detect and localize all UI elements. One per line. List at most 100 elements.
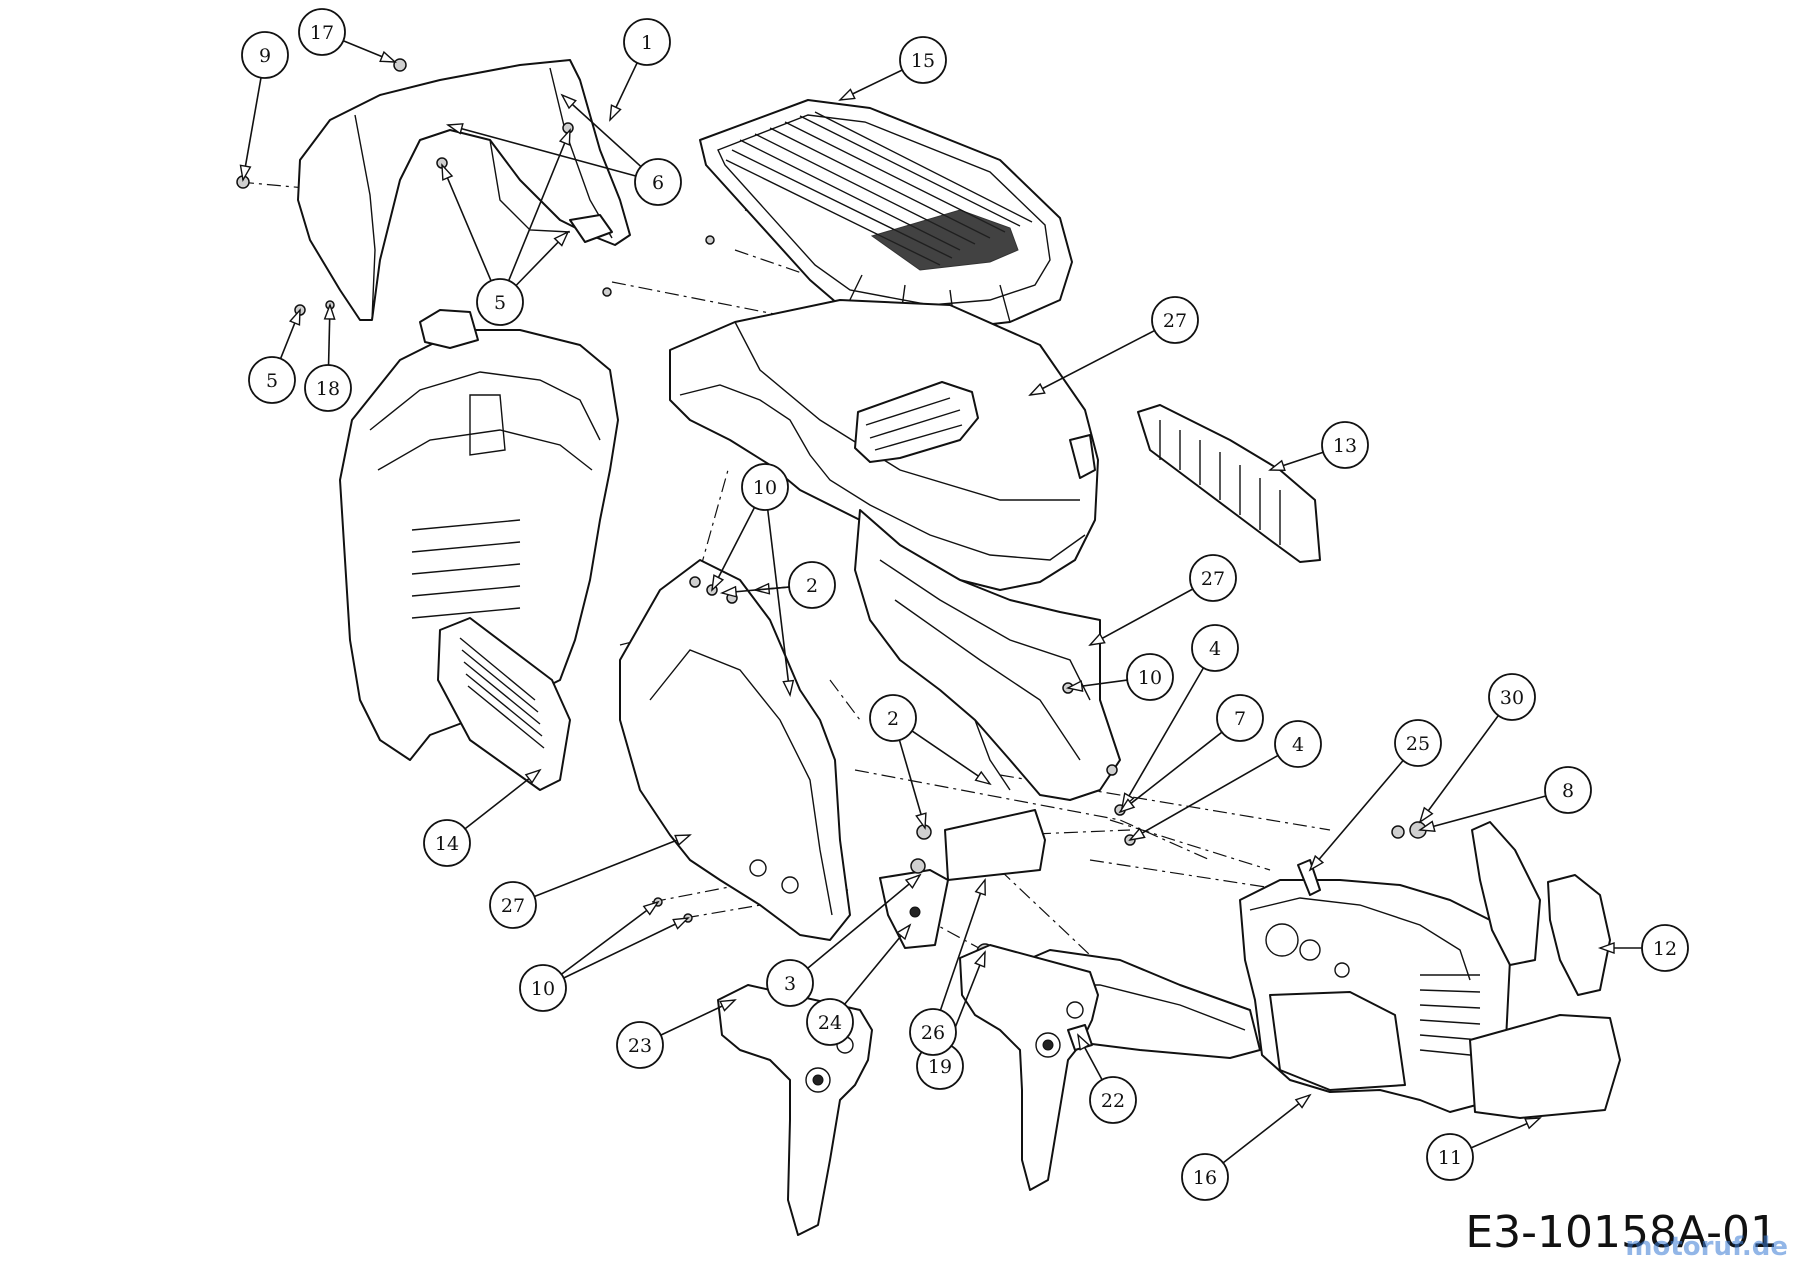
leader-line <box>441 164 492 282</box>
leader-arrowhead <box>1294 1093 1312 1109</box>
callout-circle <box>298 8 346 56</box>
callout-label: 15 <box>911 50 935 72</box>
callout-label: 1 <box>641 32 653 54</box>
callout-label: 4 <box>1209 638 1221 660</box>
callout-circle <box>1488 673 1536 721</box>
callout-label: 9 <box>259 45 271 67</box>
callout-label: 27 <box>1163 310 1187 332</box>
leader-arrowhead <box>524 768 542 784</box>
callout-5: 5 <box>476 278 524 326</box>
leader-line <box>1419 795 1547 831</box>
callout-27: 27 <box>1151 296 1199 344</box>
callout-circle <box>1426 1133 1474 1181</box>
callout-circle <box>1181 1153 1229 1201</box>
leader-arrowhead <box>288 308 301 326</box>
leader-arrowhead <box>974 770 992 786</box>
leader-arrowhead <box>1128 827 1146 842</box>
dash-console-part <box>339 309 619 791</box>
leader-line <box>1222 1094 1311 1164</box>
leader-line <box>911 730 991 785</box>
leader-arrowhead <box>904 873 922 890</box>
leader-line <box>563 917 689 979</box>
leader-line <box>1309 760 1404 871</box>
leader-line <box>1089 588 1194 646</box>
callout-7: 7 <box>1216 694 1264 742</box>
callout-25: 25 <box>1394 719 1442 767</box>
callout-6: 6 <box>634 158 682 206</box>
leader-arrowhead <box>719 999 737 1012</box>
leader-line <box>447 124 637 177</box>
callout-label: 11 <box>1438 1147 1462 1169</box>
callout-10: 10 <box>519 964 567 1012</box>
callout-circle <box>634 158 682 206</box>
callout-14: 14 <box>423 819 471 867</box>
hood-side-panel-left-part <box>619 559 851 941</box>
leader-arrowhead <box>711 574 725 592</box>
callout-2: 2 <box>869 694 917 742</box>
callout-5: 5 <box>248 356 296 404</box>
leader-arrowhead <box>1417 820 1436 832</box>
fender-part <box>297 59 631 321</box>
callout-23: 23 <box>616 1021 664 1069</box>
leader-line <box>844 924 911 1005</box>
leader-line <box>898 739 926 829</box>
callout-circle <box>1394 719 1442 767</box>
callout-circle <box>1544 766 1592 814</box>
callout-label: 2 <box>887 708 899 730</box>
callout-2: 2 <box>788 561 836 609</box>
leader-arrowhead <box>915 812 927 830</box>
callout-circle <box>1189 554 1237 602</box>
leader-arrowhead <box>642 900 660 916</box>
callout-27: 27 <box>489 881 537 929</box>
callout-label: 14 <box>435 833 459 855</box>
callout-circle <box>788 561 836 609</box>
leader-arrowhead <box>896 923 912 941</box>
callout-circle <box>241 31 289 79</box>
callout-circle <box>423 819 471 867</box>
callout-label: 12 <box>1653 938 1677 960</box>
callout-label: 7 <box>1234 708 1246 730</box>
callout-13: 13 <box>1321 421 1369 469</box>
callout-label: 4 <box>1292 734 1304 756</box>
leader-line <box>939 879 986 1011</box>
callout-circle <box>304 364 352 412</box>
callout-label: 16 <box>1193 1167 1217 1189</box>
callout-15: 15 <box>899 36 947 84</box>
leader-arrowhead <box>239 164 252 183</box>
callout-circle <box>248 356 296 404</box>
callout-16: 16 <box>1181 1153 1229 1201</box>
leader-arrowhead <box>782 679 795 698</box>
callout-label: 19 <box>928 1056 952 1078</box>
callout-circle <box>766 959 814 1007</box>
leader-arrowhead <box>1524 1117 1542 1130</box>
leader-line <box>711 507 756 591</box>
callout-11: 11 <box>1426 1133 1474 1181</box>
callout-10: 10 <box>741 463 789 511</box>
callout-27: 27 <box>1189 554 1237 602</box>
callout-circle <box>616 1021 664 1069</box>
leader-arrowhead <box>441 163 454 181</box>
callout-label: 30 <box>1500 687 1524 709</box>
callout-26: 26 <box>909 1008 957 1056</box>
leader-arrowhead <box>1118 798 1136 814</box>
leader-arrowhead <box>719 585 738 598</box>
callout-label: 3 <box>784 973 796 995</box>
leader-arrowhead <box>974 878 986 896</box>
callout-3: 3 <box>766 959 814 1007</box>
callout-circle <box>476 278 524 326</box>
callout-label: 10 <box>531 978 555 1000</box>
mounting-bracket-right-part <box>959 944 1099 1191</box>
callouts: 1223445567891010101112131415161718192223… <box>241 8 1689 1201</box>
callout-label: 26 <box>921 1022 945 1044</box>
leader-line <box>561 94 642 168</box>
watermark: motoruf.de <box>1625 1232 1788 1262</box>
callout-label: 5 <box>494 292 506 314</box>
leader-arrowhead <box>558 128 571 146</box>
callout-circle <box>741 463 789 511</box>
leader-line <box>766 509 791 696</box>
callout-circle <box>1216 694 1264 742</box>
callout-24: 24 <box>806 998 854 1046</box>
leader-line <box>242 77 262 181</box>
leader-arrowhead <box>672 917 690 930</box>
callout-10: 10 <box>1126 653 1174 701</box>
